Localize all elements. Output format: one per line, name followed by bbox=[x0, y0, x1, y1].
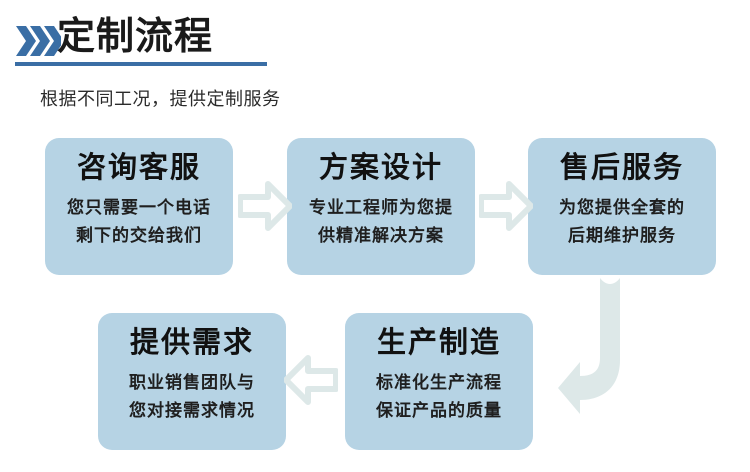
flow-step-desc-line-2: 供精准解决方案 bbox=[318, 226, 444, 246]
arrow-right-icon bbox=[237, 180, 293, 232]
flow-step-description: 您只需要一个电话 剩下的交给我们 bbox=[51, 194, 227, 250]
flow-step-description: 专业工程师为您提 供精准解决方案 bbox=[293, 194, 469, 250]
flow-step-title: 方案设计 bbox=[318, 152, 443, 184]
flow-step-after-sales: 售后服务 为您提供全套的 后期维护服务 bbox=[528, 138, 716, 275]
flow-step-desc-line-1: 专业工程师为您提 bbox=[309, 198, 453, 218]
flow-step-desc-line-2: 剩下的交给我们 bbox=[76, 226, 202, 246]
flow-step-description: 职业销售团队与 您对接需求情况 bbox=[104, 369, 280, 425]
flow-step-requirement: 提供需求 职业销售团队与 您对接需求情况 bbox=[98, 313, 286, 450]
page-header: 定制流程 bbox=[0, 0, 750, 72]
flow-step-title: 提供需求 bbox=[129, 327, 254, 359]
flow-step-desc-line-1: 标准化生产流程 bbox=[376, 373, 502, 393]
flow-step-desc-line-1: 为您提供全套的 bbox=[559, 198, 685, 218]
flow-step-desc-line-1: 职业销售团队与 bbox=[129, 373, 255, 393]
title-underline bbox=[15, 62, 267, 66]
page-subtitle: 根据不同工况，提供定制服务 bbox=[40, 89, 281, 109]
flow-step-title: 生产制造 bbox=[376, 327, 501, 359]
flow-step-desc-line-2: 后期维护服务 bbox=[568, 226, 676, 246]
flow-step-design: 方案设计 专业工程师为您提 供精准解决方案 bbox=[287, 138, 475, 275]
arrow-left-icon bbox=[283, 354, 339, 406]
triple-chevron-right-icon bbox=[15, 24, 64, 58]
flow-step-description: 标准化生产流程 保证产品的质量 bbox=[351, 369, 527, 425]
arrow-right-icon bbox=[478, 180, 534, 232]
arrow-uturn-down-left-icon bbox=[556, 276, 642, 426]
flow-step-desc-line-1: 您只需要一个电话 bbox=[67, 198, 211, 218]
flow-step-description: 为您提供全套的 后期维护服务 bbox=[534, 194, 710, 250]
page-title: 定制流程 bbox=[57, 16, 214, 58]
flow-step-desc-line-2: 保证产品的质量 bbox=[376, 401, 502, 421]
flow-step-title: 售后服务 bbox=[559, 152, 684, 184]
flow-step-desc-line-2: 您对接需求情况 bbox=[129, 401, 255, 421]
flow-step-manufacture: 生产制造 标准化生产流程 保证产品的质量 bbox=[345, 313, 533, 450]
flow-step-title: 咨询客服 bbox=[76, 152, 201, 184]
flow-step-consult: 咨询客服 您只需要一个电话 剩下的交给我们 bbox=[45, 138, 233, 275]
